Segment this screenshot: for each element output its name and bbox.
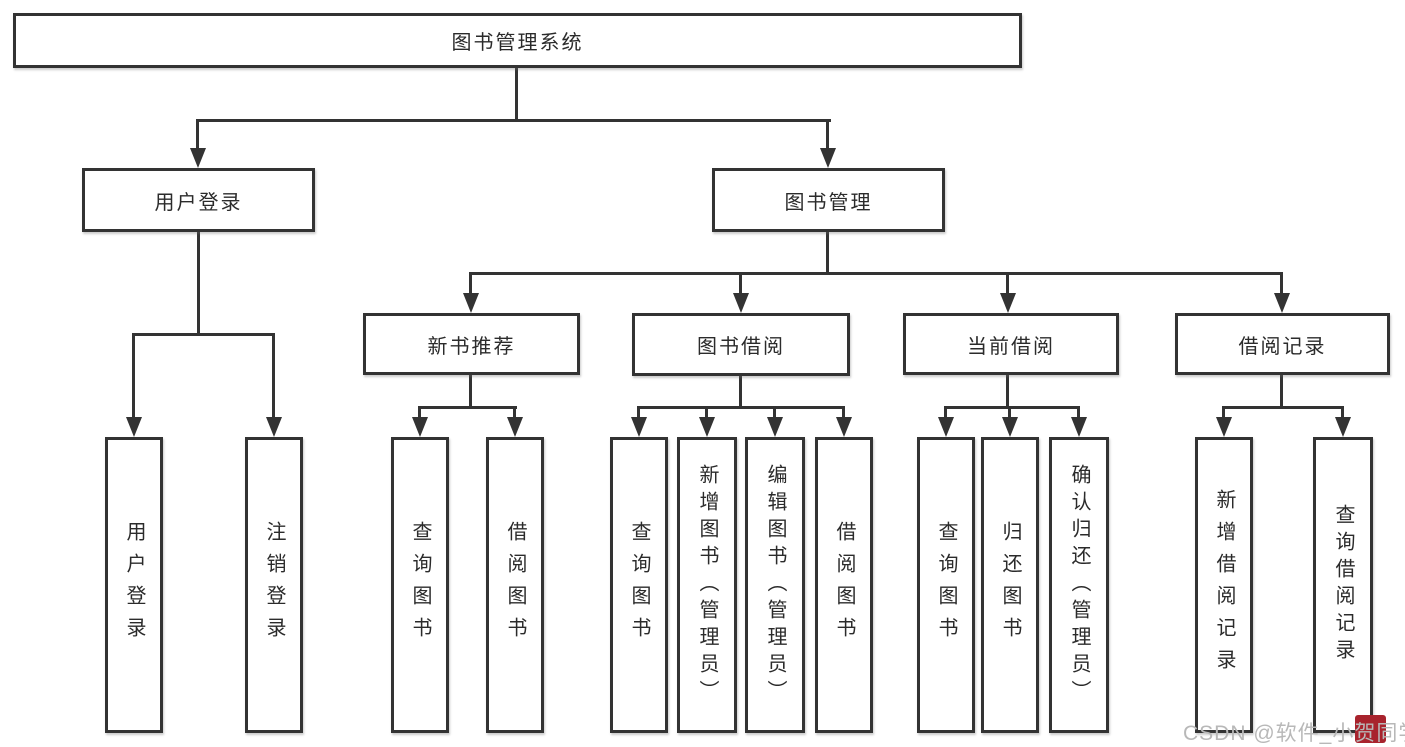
leaf-confirm-return-admin: 确认归还（管理员）	[1049, 437, 1109, 733]
arrow-down-icon	[126, 417, 142, 437]
leaf-query-books-recommend: 查询图书	[391, 437, 449, 733]
connector-line	[1280, 375, 1283, 408]
arrow-down-icon	[1000, 293, 1016, 313]
connector-line	[842, 406, 845, 419]
node-borrow-records: 借阅记录	[1175, 313, 1390, 375]
connector-line	[1006, 272, 1009, 295]
arrow-down-icon	[820, 148, 836, 168]
node-user-login: 用户登录	[82, 168, 315, 232]
arrow-down-icon	[1335, 417, 1351, 437]
leaf-borrow-books: 借阅图书	[815, 437, 873, 733]
arrow-down-icon	[1274, 293, 1290, 313]
connector-line	[773, 406, 776, 419]
arrow-down-icon	[1216, 417, 1232, 437]
node-label: 当前借阅	[967, 335, 1055, 358]
connector-line	[1222, 406, 1225, 419]
arrow-down-icon	[836, 417, 852, 437]
connector-line	[739, 272, 742, 295]
csdn-logo-badge	[1355, 715, 1386, 743]
node-label: 查询图书	[935, 521, 957, 649]
arrow-down-icon	[1071, 417, 1087, 437]
arrow-down-icon	[463, 293, 479, 313]
connector-line	[197, 232, 200, 335]
connector-line	[1341, 406, 1344, 419]
node-label: 编辑图书（管理员）	[764, 463, 786, 707]
connector-line	[705, 406, 708, 419]
connector-line	[944, 406, 1080, 409]
node-label: 注销登录	[263, 521, 285, 649]
leaf-logout: 注销登录	[245, 437, 303, 733]
connector-line	[469, 272, 472, 295]
connector-line	[739, 376, 742, 408]
node-label: 图书管理	[784, 191, 873, 214]
arrow-down-icon	[938, 417, 954, 437]
connector-line	[826, 232, 829, 274]
connector-line	[1222, 406, 1344, 409]
node-label: 图书借阅	[697, 336, 785, 358]
connector-line	[418, 406, 517, 409]
node-label: 确认归还（管理员）	[1068, 463, 1090, 707]
connector-line	[196, 119, 831, 122]
connector-line	[1006, 375, 1009, 408]
connector-line	[637, 406, 640, 419]
node-label: 借阅图书	[504, 521, 526, 649]
leaf-edit-books-admin: 编辑图书（管理员）	[745, 437, 805, 733]
arrow-down-icon	[266, 417, 282, 437]
connector-line	[196, 119, 199, 151]
connector-line	[1280, 272, 1283, 295]
leaf-query-books-current: 查询图书	[917, 437, 975, 733]
connector-line	[469, 375, 472, 408]
node-book-management: 图书管理	[712, 168, 945, 232]
connector-line	[272, 333, 275, 418]
connector-line	[1008, 406, 1011, 419]
node-label: 新增图书（管理员）	[696, 463, 718, 707]
arrow-down-icon	[1002, 417, 1018, 437]
node-label: 查询图书	[409, 521, 431, 649]
connector-line	[637, 406, 845, 409]
connector-line	[513, 406, 516, 419]
node-label: 借阅记录	[1238, 335, 1327, 358]
leaf-user-login: 用户登录	[105, 437, 163, 733]
arrow-down-icon	[190, 148, 206, 168]
node-label: 新增借阅记录	[1213, 489, 1235, 681]
node-label: 归还图书	[999, 521, 1021, 649]
connector-line	[826, 119, 829, 151]
connector-line	[418, 406, 421, 419]
connector-line	[132, 333, 275, 336]
connector-line	[469, 272, 1283, 275]
node-label: 查询图书	[628, 521, 650, 649]
node-label: 借阅图书	[833, 521, 855, 649]
node-label: 用户登录	[123, 521, 145, 649]
node-root-library-system: 图书管理系统	[13, 13, 1022, 68]
watermark-text: CSDN @软件_小贺同学	[1183, 722, 1405, 745]
node-new-book-recommend: 新书推荐	[363, 313, 580, 375]
arrow-down-icon	[767, 417, 783, 437]
node-label: 图书管理系统	[451, 32, 584, 54]
connector-line	[515, 68, 518, 121]
connector-line	[1077, 406, 1080, 419]
node-book-borrow: 图书借阅	[632, 313, 850, 376]
leaf-borrow-books-recommend: 借阅图书	[486, 437, 544, 733]
connector-line	[132, 333, 135, 418]
node-label: 新书推荐	[427, 335, 516, 358]
arrow-down-icon	[631, 417, 647, 437]
node-label: 查询借阅记录	[1332, 504, 1354, 666]
node-current-borrow: 当前借阅	[903, 313, 1119, 375]
leaf-add-borrow-record: 新增借阅记录	[1195, 437, 1253, 733]
arrow-down-icon	[507, 417, 523, 437]
leaf-query-borrow-record: 查询借阅记录	[1313, 437, 1373, 733]
arrow-down-icon	[412, 417, 428, 437]
leaf-query-books-borrow: 查询图书	[610, 437, 668, 733]
leaf-add-books-admin: 新增图书（管理员）	[677, 437, 737, 733]
node-label: 用户登录	[154, 191, 243, 214]
connector-line	[944, 406, 947, 419]
leaf-return-books: 归还图书	[981, 437, 1039, 733]
arrow-down-icon	[699, 417, 715, 437]
arrow-down-icon	[733, 293, 749, 313]
